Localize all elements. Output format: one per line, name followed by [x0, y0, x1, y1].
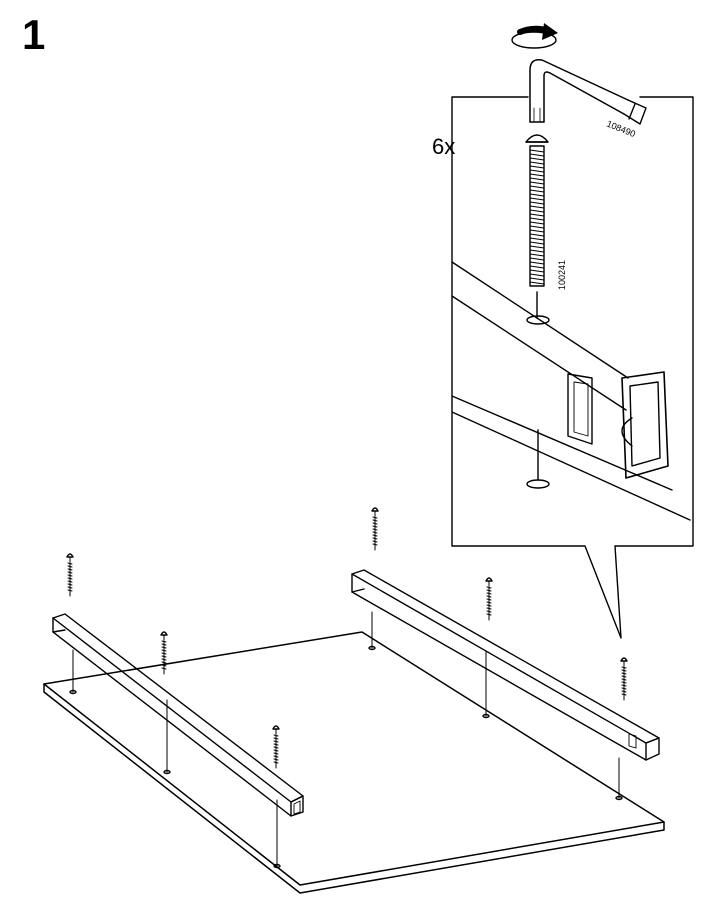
rotate-arrow-icon — [511, 23, 558, 49]
rail-detail — [451, 261, 691, 521]
quantity-label: 6x — [432, 134, 455, 159]
allen-key-part-number: 108490 — [605, 119, 637, 140]
rail-right — [351, 569, 660, 761]
step-number: 1 — [22, 11, 46, 58]
rail-left — [52, 613, 304, 817]
callout-frame — [451, 96, 694, 639]
screw-icon — [272, 725, 280, 769]
bolt-part-number: 100241 — [557, 260, 567, 290]
screw-icon — [66, 553, 74, 597]
screws — [66, 507, 628, 769]
projection-lines — [72, 611, 620, 867]
bolt-icon — [525, 134, 549, 319]
allen-key-icon — [529, 58, 647, 125]
base-panel — [43, 631, 665, 894]
detail-callout — [451, 96, 694, 639]
screw-icon — [485, 577, 493, 621]
screw-icon — [160, 631, 168, 675]
panel-holes — [69, 645, 623, 869]
screw-icon — [620, 657, 628, 701]
screw-icon — [371, 507, 379, 551]
